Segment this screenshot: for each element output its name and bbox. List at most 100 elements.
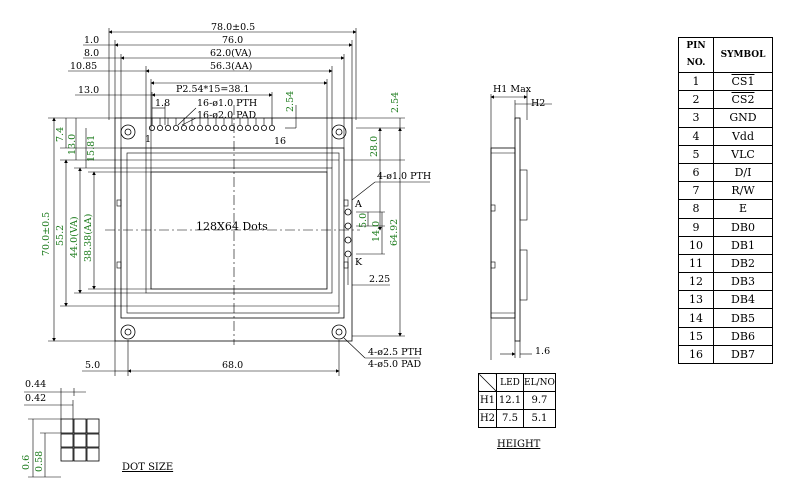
dot-dim-0-42: 0.42	[25, 393, 46, 404]
dim-pad: 16-ø2.0 PAD	[197, 110, 257, 121]
pin-symbol: DB6	[713, 326, 773, 346]
pin-label-a: A	[354, 199, 362, 210]
dim-56-3-aa: 56.3(AA)	[210, 61, 252, 72]
connector-pin	[156, 125, 163, 132]
dot-dim-0-44: 0.44	[25, 379, 46, 390]
connector-pin	[244, 125, 251, 132]
side-display-body	[490, 147, 516, 319]
connector-pin	[188, 125, 195, 132]
pin-label-k: K	[355, 257, 363, 268]
connector-pin	[228, 125, 235, 132]
pin-header-no: PIN NO.	[678, 37, 714, 73]
pin-number: 6	[678, 162, 714, 183]
left-dimensions	[48, 117, 151, 342]
connector-pin	[268, 125, 275, 132]
height-row-led: 7.5	[496, 409, 524, 428]
pin-number: 14	[678, 308, 714, 328]
dim-28: 28.0	[369, 136, 380, 157]
height-header-led: LED	[496, 373, 524, 392]
bezel-inner	[126, 152, 340, 314]
pin-number: 11	[678, 253, 714, 274]
bezel-outline	[120, 147, 345, 319]
dim-5-0-bottom: 5.0	[85, 360, 100, 371]
viewing-area	[145, 167, 333, 294]
pin-symbol: R/W	[713, 181, 773, 201]
backlight-pins	[344, 208, 352, 258]
height-row: H1 12.1 9.7	[478, 391, 556, 410]
height-row-label: H2	[478, 409, 497, 428]
dim-1-0: 1.0	[84, 35, 99, 46]
pin-number: 8	[678, 199, 714, 219]
pin-number: 5	[678, 144, 714, 164]
height-row-led: 12.1	[496, 391, 524, 410]
height-table-header: LED EL/NO	[478, 373, 556, 392]
pin-symbol: GND	[713, 108, 773, 128]
pin-symbol: DB1	[713, 235, 773, 255]
pin-number: 13	[678, 290, 714, 310]
pin-number: 4	[678, 126, 714, 146]
dim-1-8: 1.8	[155, 98, 170, 109]
pin-symbol: VLC	[713, 144, 773, 164]
dim-8-0: 8.0	[84, 48, 99, 59]
dim-13-0-v: 13.0	[67, 134, 78, 155]
dim-38-38-aa: 38.38(AA)	[83, 214, 94, 262]
height-header-elno: EL/NO	[523, 373, 556, 392]
pin-number: 1	[678, 71, 714, 92]
dim-62-va: 62.0(VA)	[210, 48, 252, 59]
dim-5-0-right: 5.0	[358, 213, 369, 228]
pin-number: 7	[678, 181, 714, 201]
pin-label-first: 1	[145, 134, 151, 145]
height-header-corner	[478, 373, 497, 392]
dim-pth: 16-ø1.0 PTH	[197, 98, 257, 109]
pin-number: 9	[678, 217, 714, 237]
pin-table-header: PIN NO. SYMBOL	[678, 37, 773, 73]
height-row-label: H1	[478, 391, 497, 410]
connector-pin	[260, 125, 267, 132]
pin-symbol: DB4	[713, 290, 773, 310]
pin-symbol: DB0	[713, 217, 773, 237]
connector-pin	[164, 125, 171, 132]
pin-number: 2	[678, 90, 714, 110]
dim-7-4: 7.4	[55, 127, 66, 142]
right-dimensions	[344, 117, 430, 337]
dim-14-0: 14.0	[371, 221, 382, 242]
dim-44-va: 44.0(VA)	[69, 216, 80, 258]
pin-symbol: D/I	[713, 162, 773, 183]
top-dimensions	[68, 28, 357, 172]
height-table: LED EL/NO H1 12.1 9.7 H2 7.5 5.1	[478, 373, 556, 428]
connector-pin	[196, 125, 203, 132]
dot-size-diagram	[24, 388, 100, 478]
dim-70: 70.0±0.5	[41, 212, 52, 256]
pin-symbol: E	[713, 199, 773, 219]
dim-10-85: 10.85	[70, 61, 97, 72]
pin-header-symbol: SYMBOL	[713, 37, 773, 73]
pin-symbol: CS1	[713, 71, 773, 92]
dim-78: 78.0±0.5	[211, 22, 255, 33]
height-row-elno: 9.7	[523, 391, 556, 410]
pin-symbol: DB2	[713, 253, 773, 274]
height-caption: HEIGHT	[497, 439, 541, 450]
height-row: H2 7.5 5.1	[478, 409, 556, 428]
dim-13-0: 13.0	[78, 85, 99, 96]
connector-pin	[180, 125, 187, 132]
pin-number: 16	[678, 344, 714, 365]
side-pcb	[514, 117, 521, 342]
connector-pin	[204, 125, 211, 132]
active-area	[150, 171, 328, 290]
front-view: 128X64 Dots 1 16 A K	[41, 22, 431, 376]
pin-symbol: Vdd	[713, 126, 773, 146]
dim-mount-pad: 4-ø5.0 PAD	[368, 359, 421, 370]
dim-pitch: P2.54*15=38.1	[176, 84, 250, 95]
dim-15-81: 15.81	[86, 135, 97, 162]
mounting-hole-br	[331, 324, 347, 340]
